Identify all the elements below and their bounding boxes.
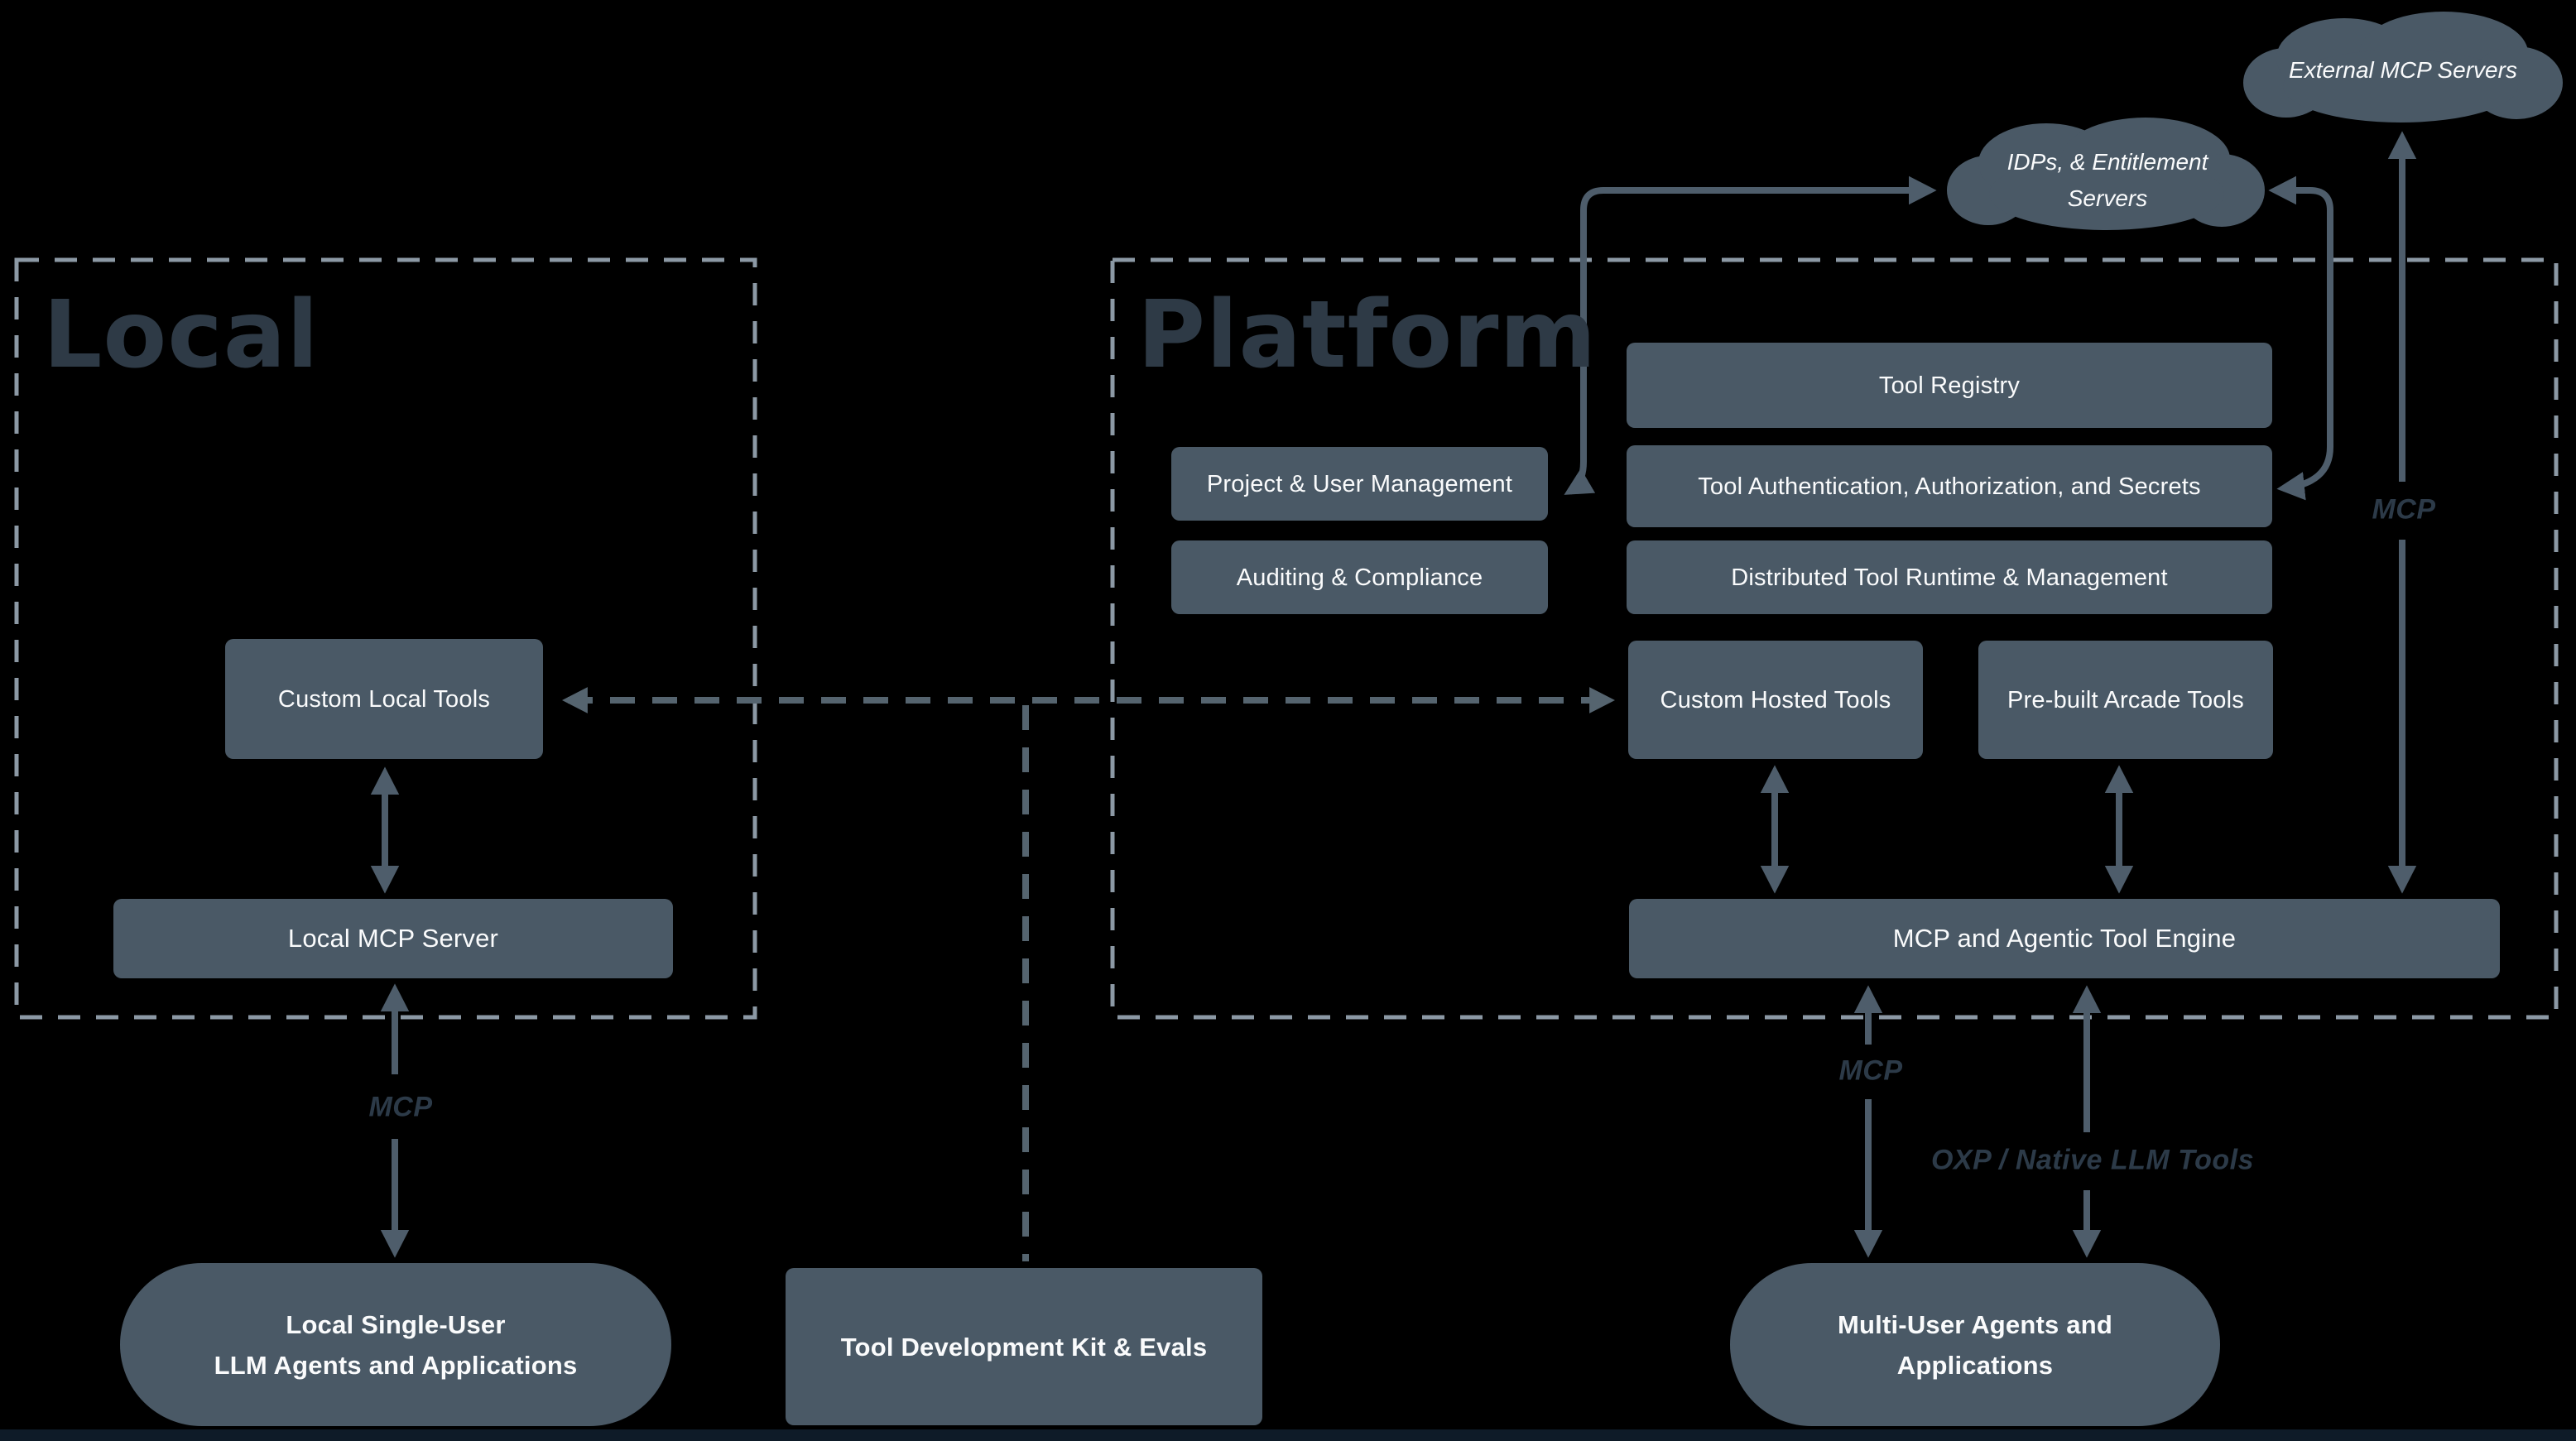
node-local-single-user-agents: Local Single-User LLM Agents and Applica… [120, 1263, 671, 1426]
node-multi-user-agents: Multi-User Agents and Applications [1730, 1263, 2220, 1426]
external-mcp-cloud-label: External MCP Servers [2289, 57, 2517, 83]
idps-cloud-label: IDPs, & Entitlement Servers [2007, 144, 2208, 217]
node-project-user-management: Project & User Management [1171, 447, 1548, 521]
multi-user-line1: Multi-User Agents and [1837, 1309, 2113, 1339]
node-auditing-compliance: Auditing & Compliance [1171, 540, 1548, 614]
multi-user-line2: Applications [1896, 1350, 2054, 1380]
local-group-title: Local [43, 281, 320, 389]
edge-projectmgmt-idps [1564, 175, 1937, 495]
node-distributed-runtime: Distributed Tool Runtime & Management [1627, 540, 2272, 614]
idps-cloud-label-line1: IDPs, & Entitlement [2006, 149, 2208, 175]
local-group-border [14, 257, 757, 1020]
platform-group-title: Platform [1137, 281, 1598, 389]
local-agents-line1: Local Single-User [286, 1309, 506, 1339]
edge-toolauth-idps [2268, 175, 2333, 501]
node-tool-authentication: Tool Authentication, Authorization, and … [1627, 445, 2272, 527]
external-mcp-cloud-shape [2243, 12, 2563, 122]
node-tool-registry: Tool Registry [1627, 343, 2272, 428]
node-custom-local-tools: Custom Local Tools [225, 639, 543, 759]
edge-label-mcp-local: MCP [368, 1091, 433, 1123]
node-custom-hosted-tools: Custom Hosted Tools [1628, 641, 1923, 759]
idps-cloud-shape [1947, 118, 2265, 230]
node-prebuilt-arcade-tools: Pre-built Arcade Tools [1978, 641, 2273, 759]
bottom-strip [0, 1429, 2576, 1441]
node-mcp-agentic-tool-engine: MCP and Agentic Tool Engine [1629, 899, 2500, 978]
node-local-mcp-server: Local MCP Server [113, 899, 673, 978]
local-agents-line2: LLM Agents and Applications [214, 1350, 578, 1380]
idps-cloud-label-line2: Servers [2067, 185, 2148, 211]
node-tool-development-kit: Tool Development Kit & Evals [786, 1268, 1262, 1425]
edge-label-mcp-platform: MCP [1838, 1054, 1903, 1087]
edge-label-mcp-external: MCP [2372, 493, 2436, 526]
edge-label-oxp: OXP / Native LLM Tools [1930, 1144, 2255, 1176]
